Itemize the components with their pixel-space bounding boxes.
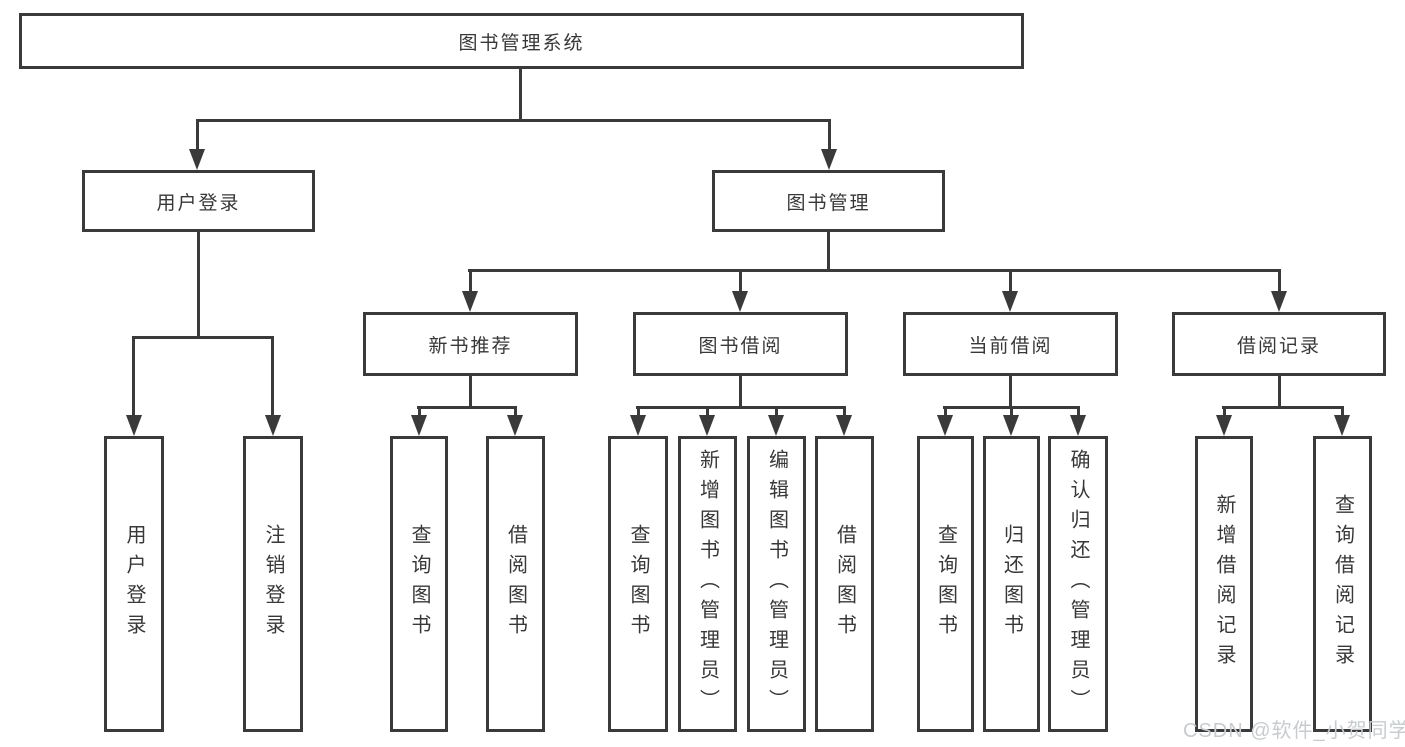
- arrow-down-icon: [507, 415, 523, 436]
- connector-line: [739, 375, 742, 408]
- connector-line: [636, 406, 846, 409]
- arrow-down-icon: [411, 415, 427, 436]
- arrow-down-icon: [937, 415, 953, 436]
- arrow-down-icon: [126, 415, 142, 436]
- connector-line: [775, 406, 778, 418]
- connector-line: [637, 406, 640, 418]
- arrow-down-icon: [265, 415, 281, 436]
- node-label: 新增图书（管理员）: [696, 449, 719, 719]
- node-label: 借阅记录: [1236, 335, 1321, 357]
- connector-line: [196, 119, 199, 151]
- node-label: 图书借阅: [698, 335, 783, 357]
- arrow-down-icon: [732, 291, 748, 312]
- arrow-down-icon: [768, 415, 784, 436]
- node-label: 注销登录: [262, 524, 284, 644]
- leaf-edit-books-admin: 编辑图书（管理员）: [747, 436, 806, 732]
- connector-line: [468, 269, 1281, 272]
- connector-line: [944, 406, 947, 418]
- arrow-down-icon: [1216, 415, 1232, 436]
- node-label: 编辑图书（管理员）: [765, 449, 788, 719]
- arrow-down-icon: [821, 149, 837, 170]
- leaf-user-login: 用户登录: [104, 436, 164, 732]
- node-book-management: 图书管理: [712, 170, 945, 232]
- arrow-down-icon: [836, 415, 852, 436]
- node-label: 查询图书: [408, 524, 430, 644]
- connector-line: [1278, 375, 1281, 408]
- connector-line: [271, 336, 274, 417]
- leaf-query-borrow-record: 查询借阅记录: [1313, 436, 1372, 732]
- node-new-book-recommend: 新书推荐: [363, 312, 578, 376]
- leaf-query-books-borrow: 查询图书: [608, 436, 668, 732]
- node-book-borrow: 图书借阅: [633, 312, 848, 376]
- node-label: 图书管理: [786, 192, 871, 214]
- leaf-query-books-recommend: 查询图书: [390, 436, 448, 732]
- node-current-borrow: 当前借阅: [903, 312, 1118, 376]
- leaf-add-borrow-record: 新增借阅记录: [1195, 436, 1253, 732]
- leaf-return-books: 归还图书: [983, 436, 1040, 732]
- node-label: 查询借阅记录: [1331, 494, 1354, 674]
- leaf-confirm-return-admin: 确认归还（管理员）: [1048, 436, 1108, 732]
- connector-line: [1009, 269, 1012, 293]
- arrow-down-icon: [630, 415, 646, 436]
- connector-line: [706, 406, 709, 418]
- arrow-down-icon: [462, 291, 478, 312]
- node-label: 当前借阅: [968, 335, 1053, 357]
- connector-line: [417, 406, 517, 409]
- leaf-logout: 注销登录: [243, 436, 303, 732]
- node-label: 查询图书: [934, 524, 957, 644]
- leaf-borrow-books-recommend: 借阅图书: [486, 436, 545, 732]
- leaf-borrow-books: 借阅图书: [815, 436, 874, 732]
- arrow-down-icon: [189, 149, 205, 170]
- connector-line: [828, 119, 831, 151]
- arrow-down-icon: [1271, 291, 1287, 312]
- connector-line: [1010, 406, 1013, 418]
- node-label: 用户登录: [156, 192, 241, 214]
- node-label: 借阅图书: [504, 524, 527, 644]
- arrow-down-icon: [699, 415, 715, 436]
- connector-line: [1009, 375, 1012, 408]
- connector-line: [1223, 406, 1226, 418]
- arrow-down-icon: [1334, 415, 1350, 436]
- node-label: 确认归还（管理员）: [1067, 449, 1089, 719]
- connector-line: [418, 406, 421, 418]
- leaf-query-books-current: 查询图书: [917, 436, 974, 732]
- node-label: 归还图书: [1000, 524, 1023, 644]
- connector-line: [132, 336, 274, 339]
- node-label: 新增借阅记录: [1213, 494, 1235, 674]
- connector-line: [519, 68, 522, 120]
- arrow-down-icon: [1003, 415, 1019, 436]
- arrow-down-icon: [1002, 291, 1018, 312]
- node-label: 用户登录: [123, 524, 145, 644]
- connector-line: [1222, 406, 1344, 409]
- connector-line: [469, 375, 472, 408]
- connector-line: [196, 119, 831, 122]
- node-borrow-records: 借阅记录: [1172, 312, 1386, 376]
- connector-line: [827, 231, 830, 272]
- node-label: 查询图书: [627, 524, 649, 644]
- node-label: 新书推荐: [428, 335, 513, 357]
- connector-line: [1077, 406, 1080, 418]
- node-library-system: 图书管理系统: [19, 13, 1024, 69]
- leaf-add-books-admin: 新增图书（管理员）: [678, 436, 737, 732]
- connector-line: [843, 406, 846, 418]
- connector-line: [469, 269, 472, 293]
- connector-line: [739, 269, 742, 293]
- connector-line: [514, 406, 517, 418]
- csdn-watermark: CSDN @软件_小贺同学: [1183, 720, 1405, 742]
- node-user-login: 用户登录: [82, 170, 315, 232]
- node-label: 借阅图书: [833, 524, 856, 644]
- node-label: 图书管理系统: [458, 32, 585, 54]
- connector-line: [1341, 406, 1344, 418]
- connector-line: [1278, 269, 1281, 293]
- connector-line: [197, 231, 200, 336]
- arrow-down-icon: [1070, 415, 1086, 436]
- connector-line: [132, 336, 135, 417]
